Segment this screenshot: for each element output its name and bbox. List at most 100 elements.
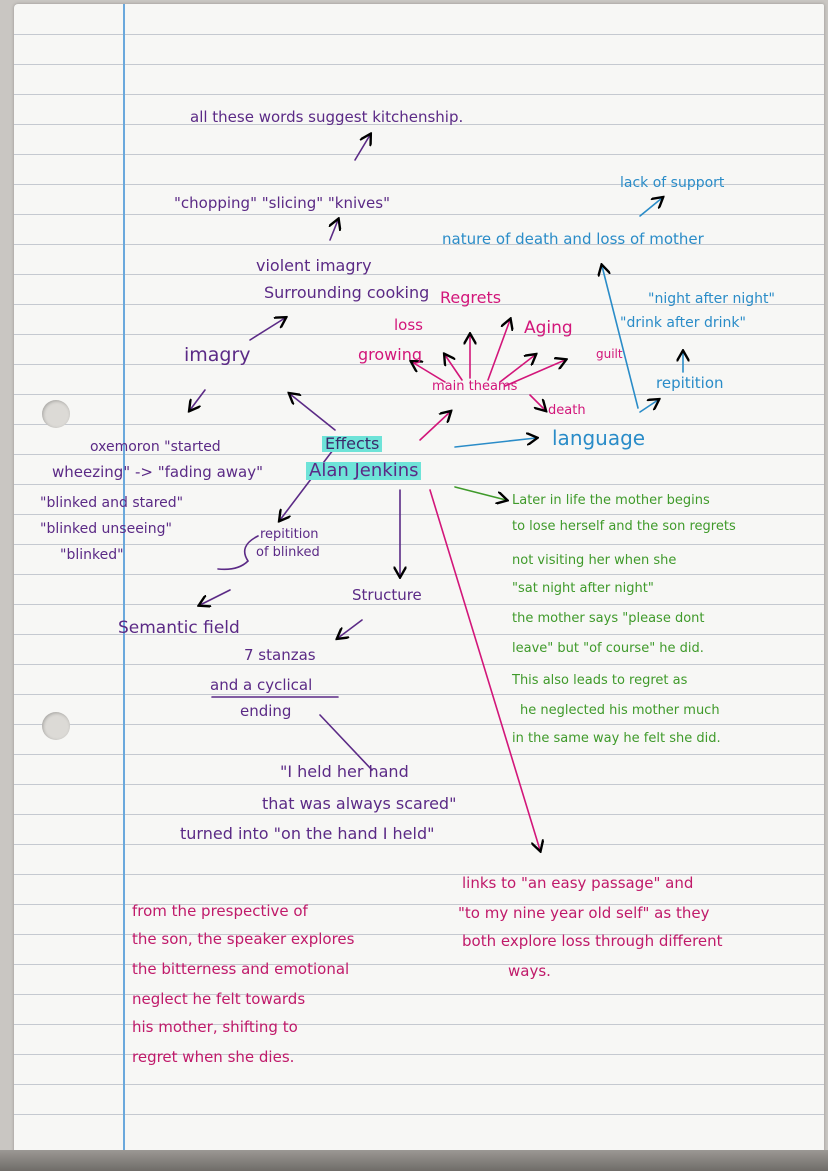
- ruled-line: [14, 1084, 824, 1085]
- imagery-label: imagry: [184, 344, 251, 366]
- arrow: [429, 489, 540, 850]
- green-note-line: Later in life the mother begins: [512, 493, 710, 508]
- held-quote-2: that was always scared": [262, 794, 457, 813]
- ruled-line: [14, 394, 824, 395]
- ruled-line: [14, 604, 824, 605]
- ruled-line: [14, 154, 824, 155]
- ruled-line: [14, 1024, 824, 1025]
- semantic-field: Semantic field: [118, 618, 240, 638]
- arrow: [190, 389, 206, 410]
- arrow: [602, 266, 639, 409]
- ruled-line: [14, 124, 824, 125]
- blinked-quote: "blinked": [60, 547, 124, 563]
- arrow: [249, 318, 285, 341]
- pink-left-note-line: the son, the speaker explores: [132, 930, 355, 948]
- pink-left-note-line: regret when she dies.: [132, 1048, 295, 1066]
- arrow: [445, 355, 463, 381]
- poem-author: Alan Jenkins: [306, 462, 422, 480]
- surrounding-cooking: Surrounding cooking: [264, 283, 430, 302]
- held-quote-1: "I held her hand: [280, 762, 409, 781]
- repetition-label: repitition: [260, 527, 319, 542]
- cyclical-line-1: and a cyclical: [210, 676, 313, 694]
- ruled-line: [14, 214, 824, 215]
- ruled-line: [14, 634, 824, 635]
- theme-growing: growing: [358, 345, 422, 364]
- ruled-line: [14, 844, 824, 845]
- arrow: [504, 360, 565, 387]
- arrow: [354, 135, 370, 161]
- arrow: [419, 412, 450, 441]
- structure-label: Structure: [352, 586, 422, 604]
- ruled-line: [14, 514, 824, 515]
- page-bottom-edge: [0, 1150, 828, 1171]
- oxymoron-label: oxemoron "started: [90, 439, 221, 455]
- top-note: all these words suggest kitchenship.: [190, 108, 464, 126]
- bracket: [217, 535, 259, 571]
- ruled-line: [14, 904, 824, 905]
- theme-regrets: Regrets: [440, 288, 502, 307]
- ruled-line: [14, 184, 824, 185]
- ruled-line: [14, 544, 824, 545]
- green-note-line: "sat night after night": [512, 581, 654, 596]
- arrow: [487, 320, 510, 381]
- ruled-line: [14, 334, 824, 335]
- arrow: [330, 220, 338, 241]
- wheezing-quote: wheezing" -> "fading away": [52, 463, 264, 481]
- arrow: [290, 394, 336, 431]
- blinked-unseeing-quote: "blinked unseeing": [40, 521, 172, 537]
- pink-left-note-line: his mother, shifting to: [132, 1018, 298, 1036]
- pink-right-note-line: ways.: [508, 962, 551, 980]
- ruled-line: [14, 784, 824, 785]
- ruled-line: [14, 724, 824, 725]
- green-note-line: This also leads to regret as: [512, 673, 688, 688]
- arrow: [454, 438, 536, 448]
- arrow: [454, 486, 506, 500]
- nature-of-death: nature of death and loss of mother: [442, 230, 704, 248]
- quotes-top: "chopping" "slicing" "knives": [174, 194, 390, 212]
- arrow: [639, 400, 658, 413]
- violent-imagery: violent imagry: [256, 256, 372, 275]
- ruled-line: [14, 934, 824, 935]
- pink-left-note-line: neglect he felt towards: [132, 990, 306, 1008]
- green-note-line: he neglected his mother much: [520, 703, 720, 718]
- main-themes: main theams: [432, 379, 518, 394]
- ruled-line: [14, 1114, 824, 1115]
- ruled-line: [14, 244, 824, 245]
- held-quote-3: turned into "on the hand I held": [180, 824, 435, 843]
- ruled-line: [14, 64, 824, 65]
- pink-right-note-line: "to my nine year old self" as they: [458, 904, 710, 922]
- green-note-line: to lose herself and the son regrets: [512, 519, 736, 534]
- ruled-line: [14, 94, 824, 95]
- ruled-line: [14, 874, 824, 875]
- arrow: [319, 714, 373, 771]
- effects-label: Effects: [322, 436, 383, 452]
- arrow: [499, 355, 535, 383]
- language-label: language: [552, 426, 646, 450]
- punch-hole: [42, 712, 70, 740]
- green-note-line: the mother says "please dont: [512, 611, 705, 626]
- ruled-line: [14, 454, 824, 455]
- margin-line: [123, 4, 125, 1154]
- cyclical-line-2: ending: [240, 702, 292, 720]
- of-blinked-label: of blinked: [256, 545, 320, 560]
- night-after-night: "night after night": [648, 291, 775, 307]
- arrow: [338, 619, 363, 638]
- repetition-blue: repitition: [656, 374, 724, 392]
- ruled-line: [14, 814, 824, 815]
- pink-left-note-line: the bitterness and emotional: [132, 960, 350, 978]
- theme-death: death: [548, 403, 586, 418]
- ruled-line: [14, 964, 824, 965]
- arrow: [639, 198, 662, 217]
- arrow: [529, 394, 545, 410]
- ruled-line: [14, 694, 824, 695]
- ruled-line: [14, 994, 824, 995]
- ruled-line: [14, 574, 824, 575]
- green-note-line: leave" but "of course" he did.: [512, 641, 704, 656]
- green-note-line: not visiting her when she: [512, 553, 677, 568]
- punch-hole: [42, 400, 70, 428]
- ruled-line: [14, 274, 824, 275]
- ruled-line: [14, 754, 824, 755]
- pink-right-note-line: both explore loss through different: [462, 932, 723, 950]
